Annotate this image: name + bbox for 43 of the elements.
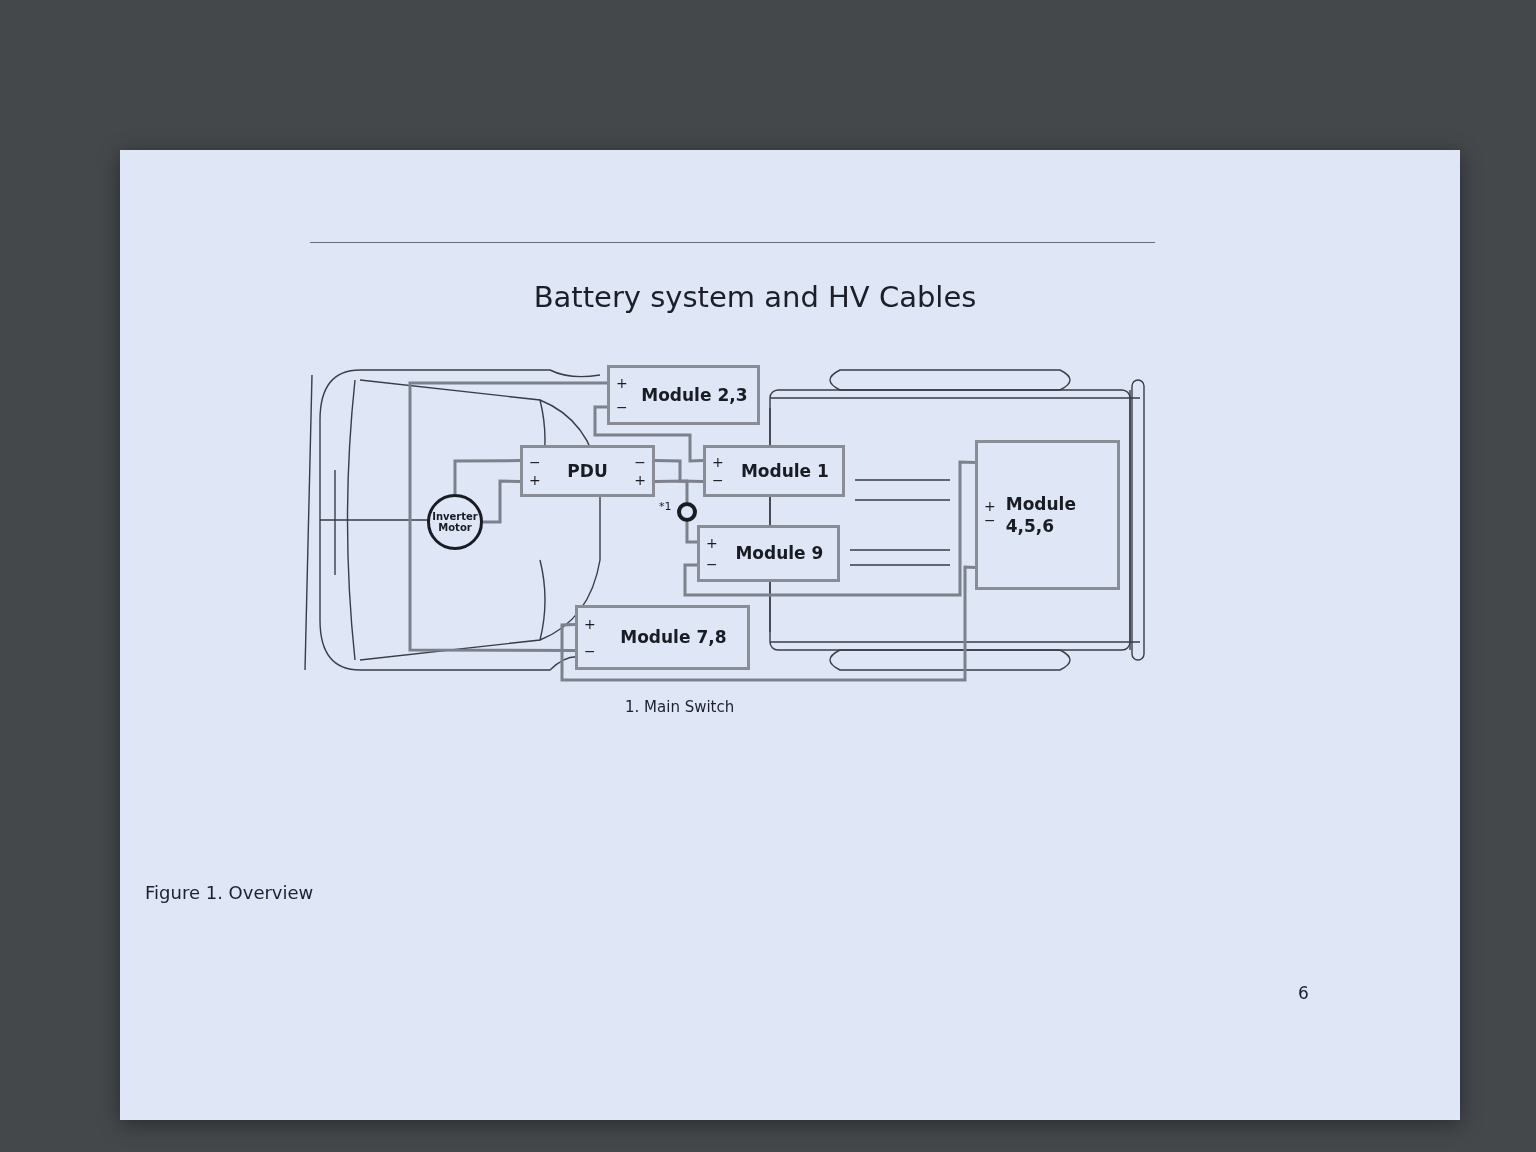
minus-terminal-label: − [634,454,646,469]
motor-circle [427,494,483,550]
hv-cable [593,405,704,463]
footnote-mark: *1 [659,500,672,513]
hv-cable [685,522,697,544]
battery-module-box [975,440,1120,590]
minus-terminal-label: − [529,454,541,469]
plus-terminal-label: + [634,473,646,488]
hv-cable [408,381,607,652]
figure-note: 1. Main Switch [625,698,735,716]
title: Battery system and HV Cables [532,280,978,314]
hv-cable [453,459,520,494]
minus-terminal-label: − [984,513,996,527]
minus-terminal-label: − [616,399,628,414]
battery-module-box [607,365,760,425]
module-label: Module 9 [734,542,825,565]
motor-label: Inverter Motor [431,511,479,533]
plus-terminal-label: + [616,376,628,391]
plus-terminal-label: + [984,499,996,513]
caption: Figure 1. Overview [145,882,314,903]
module-label: Module 2,3 [640,383,749,407]
hv-cable [560,565,976,682]
plus-terminal-label: + [529,473,541,488]
hv-cable [483,479,521,524]
minus-terminal-label: − [584,644,596,659]
pdu-box [520,445,655,497]
plus-terminal-label: + [584,616,596,631]
minus-terminal-label: − [706,557,718,572]
hv-cable [683,460,976,597]
battery-module-box [575,605,750,670]
hv-cable [654,479,689,502]
battery-module-box [697,525,840,582]
pdu-label: PDU [566,459,609,483]
plus-terminal-label: + [712,454,724,469]
switch-ring [677,502,697,522]
module-label: Module 1 [739,459,830,483]
plus-terminal-label: + [706,535,718,550]
page-number: 6 [1298,983,1309,1003]
module-label: Module 7,8 [619,626,728,649]
minus-terminal-label: − [712,473,724,488]
battery-module-box [703,445,845,497]
module-label: Module 4,5,6 [1004,492,1077,538]
hv-cable [654,459,704,483]
